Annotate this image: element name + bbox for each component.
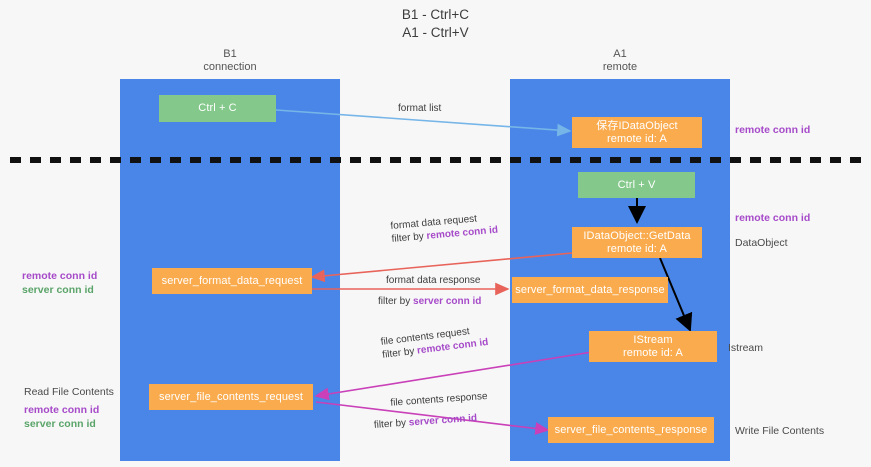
edge-label-line2-highlight: server conn id [413,296,482,307]
node-idataobject-getdata[interactable]: IDataObject::GetData remote id: A [572,227,702,258]
edge-label-line2-prefix: filter by [381,345,418,361]
edge-label-format-list: format list [398,102,441,115]
dataobject-label: DataObject [735,237,788,249]
right-remote-conn-id: remote conn id [735,124,811,136]
node-server-file-contents-response[interactable]: server_file_contents_response [548,417,714,443]
write-file-contents-label: Write File Contents [735,425,825,437]
node-save-idataobject[interactable]: 保存IDataObject remote id: A [572,117,702,148]
edge-label-line2-prefix: filter by [378,296,414,307]
edge-label-file-contents-response: file contents response filter by server … [372,390,489,432]
edge-label-format-data-response: format data response filter by server co… [378,274,481,308]
left-server-conn-id-2: server conn id [24,418,96,430]
node-server-format-data-response[interactable]: server_format_data_response [512,277,668,303]
left-remote-conn-id-2: remote conn id [24,404,100,416]
left-remote-conn-id: remote conn id [22,270,98,282]
edge-label-format-data-request: format data request filter by remote con… [390,211,499,246]
edge-label-line2-prefix: filter by [391,230,428,245]
node-server-format-data-request[interactable]: server_format_data_request [152,268,312,294]
edge-label-line2-highlight: server conn id [408,412,478,429]
lane-header-b1: B1 connection [203,48,257,73]
edge-label-line2-prefix: filter by [373,417,410,431]
node-ctrl-c[interactable]: Ctrl + C [159,95,276,122]
edge-label-file-contents-request: file contents request filter by remote c… [380,323,489,362]
page-title: B1 - Ctrl+C A1 - Ctrl+V [401,7,470,40]
node-server-file-contents-request[interactable]: server_file_contents_request [149,384,313,410]
edge-label-line1: format list [398,103,442,114]
istream-label: Istream [728,342,764,354]
lane-header-a1: A1 remote [602,48,638,73]
node-istream[interactable]: IStream remote id: A [589,331,717,362]
left-server-conn-id: server conn id [22,284,94,296]
edge-label-line1: file contents response [390,390,488,409]
read-file-contents-label: Read File Contents [24,386,114,398]
node-ctrl-v[interactable]: Ctrl + V [578,172,695,198]
right-remote-conn-id-2: remote conn id [735,212,811,224]
edge-label-line2: filter by server conn id [373,411,489,432]
edge-label-line1: format data response [386,275,481,286]
edge-label-line2: filter by server conn id [378,295,481,308]
